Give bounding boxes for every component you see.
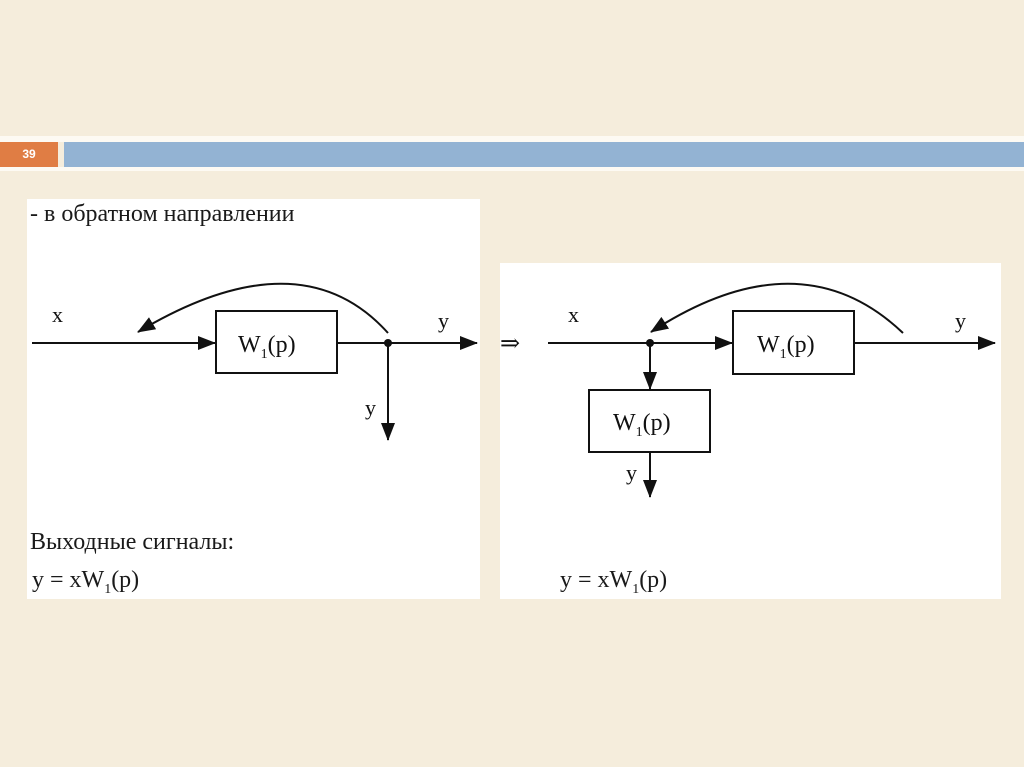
- left-formula-lhs: y = xW: [32, 567, 105, 593]
- left-formula-subscript: 1: [104, 582, 112, 597]
- outputs-caption: Выходные сигналы:: [30, 529, 235, 555]
- left-input-label: x: [52, 302, 63, 327]
- right-output-label-down: y: [626, 460, 637, 485]
- left-output-label-down: y: [365, 395, 376, 420]
- right-formula-rhs: (p): [639, 567, 668, 593]
- left-diagram: x W1(p) y y: [32, 282, 478, 441]
- left-formula: y = xW1(p): [32, 568, 139, 597]
- right-main-block-label: W1(p): [757, 332, 815, 362]
- right-main-block-box: [732, 310, 855, 375]
- right-branch-block-box: [588, 389, 711, 453]
- left-heading: - в обратном направлении: [30, 201, 295, 227]
- right-input-label: x: [568, 302, 579, 327]
- right-branch-block-label: W1(p): [613, 410, 671, 440]
- right-diagram: x W1(p) y W1(p) y: [548, 282, 996, 498]
- right-feedback-arc: [650, 282, 904, 334]
- transform-arrow-symbol: ⇒: [500, 331, 520, 357]
- left-block-label: W1(p): [238, 332, 296, 362]
- right-formula-subscript: 1: [632, 582, 640, 597]
- header-divider-bottom: [0, 167, 1024, 171]
- right-formula: y = xW1(p): [560, 568, 667, 597]
- left-block-box: [215, 310, 338, 374]
- right-formula-lhs: y = xW: [560, 567, 633, 593]
- slide-number: 39: [0, 142, 58, 167]
- header-divider-top: [0, 136, 1024, 142]
- left-diagram-panel: [27, 199, 480, 599]
- left-feedback-arc: [137, 282, 389, 334]
- left-formula-rhs: (p): [111, 567, 140, 593]
- title-bar: [64, 142, 1024, 167]
- right-output-label-right: y: [955, 308, 966, 333]
- left-output-label-right: y: [438, 308, 449, 333]
